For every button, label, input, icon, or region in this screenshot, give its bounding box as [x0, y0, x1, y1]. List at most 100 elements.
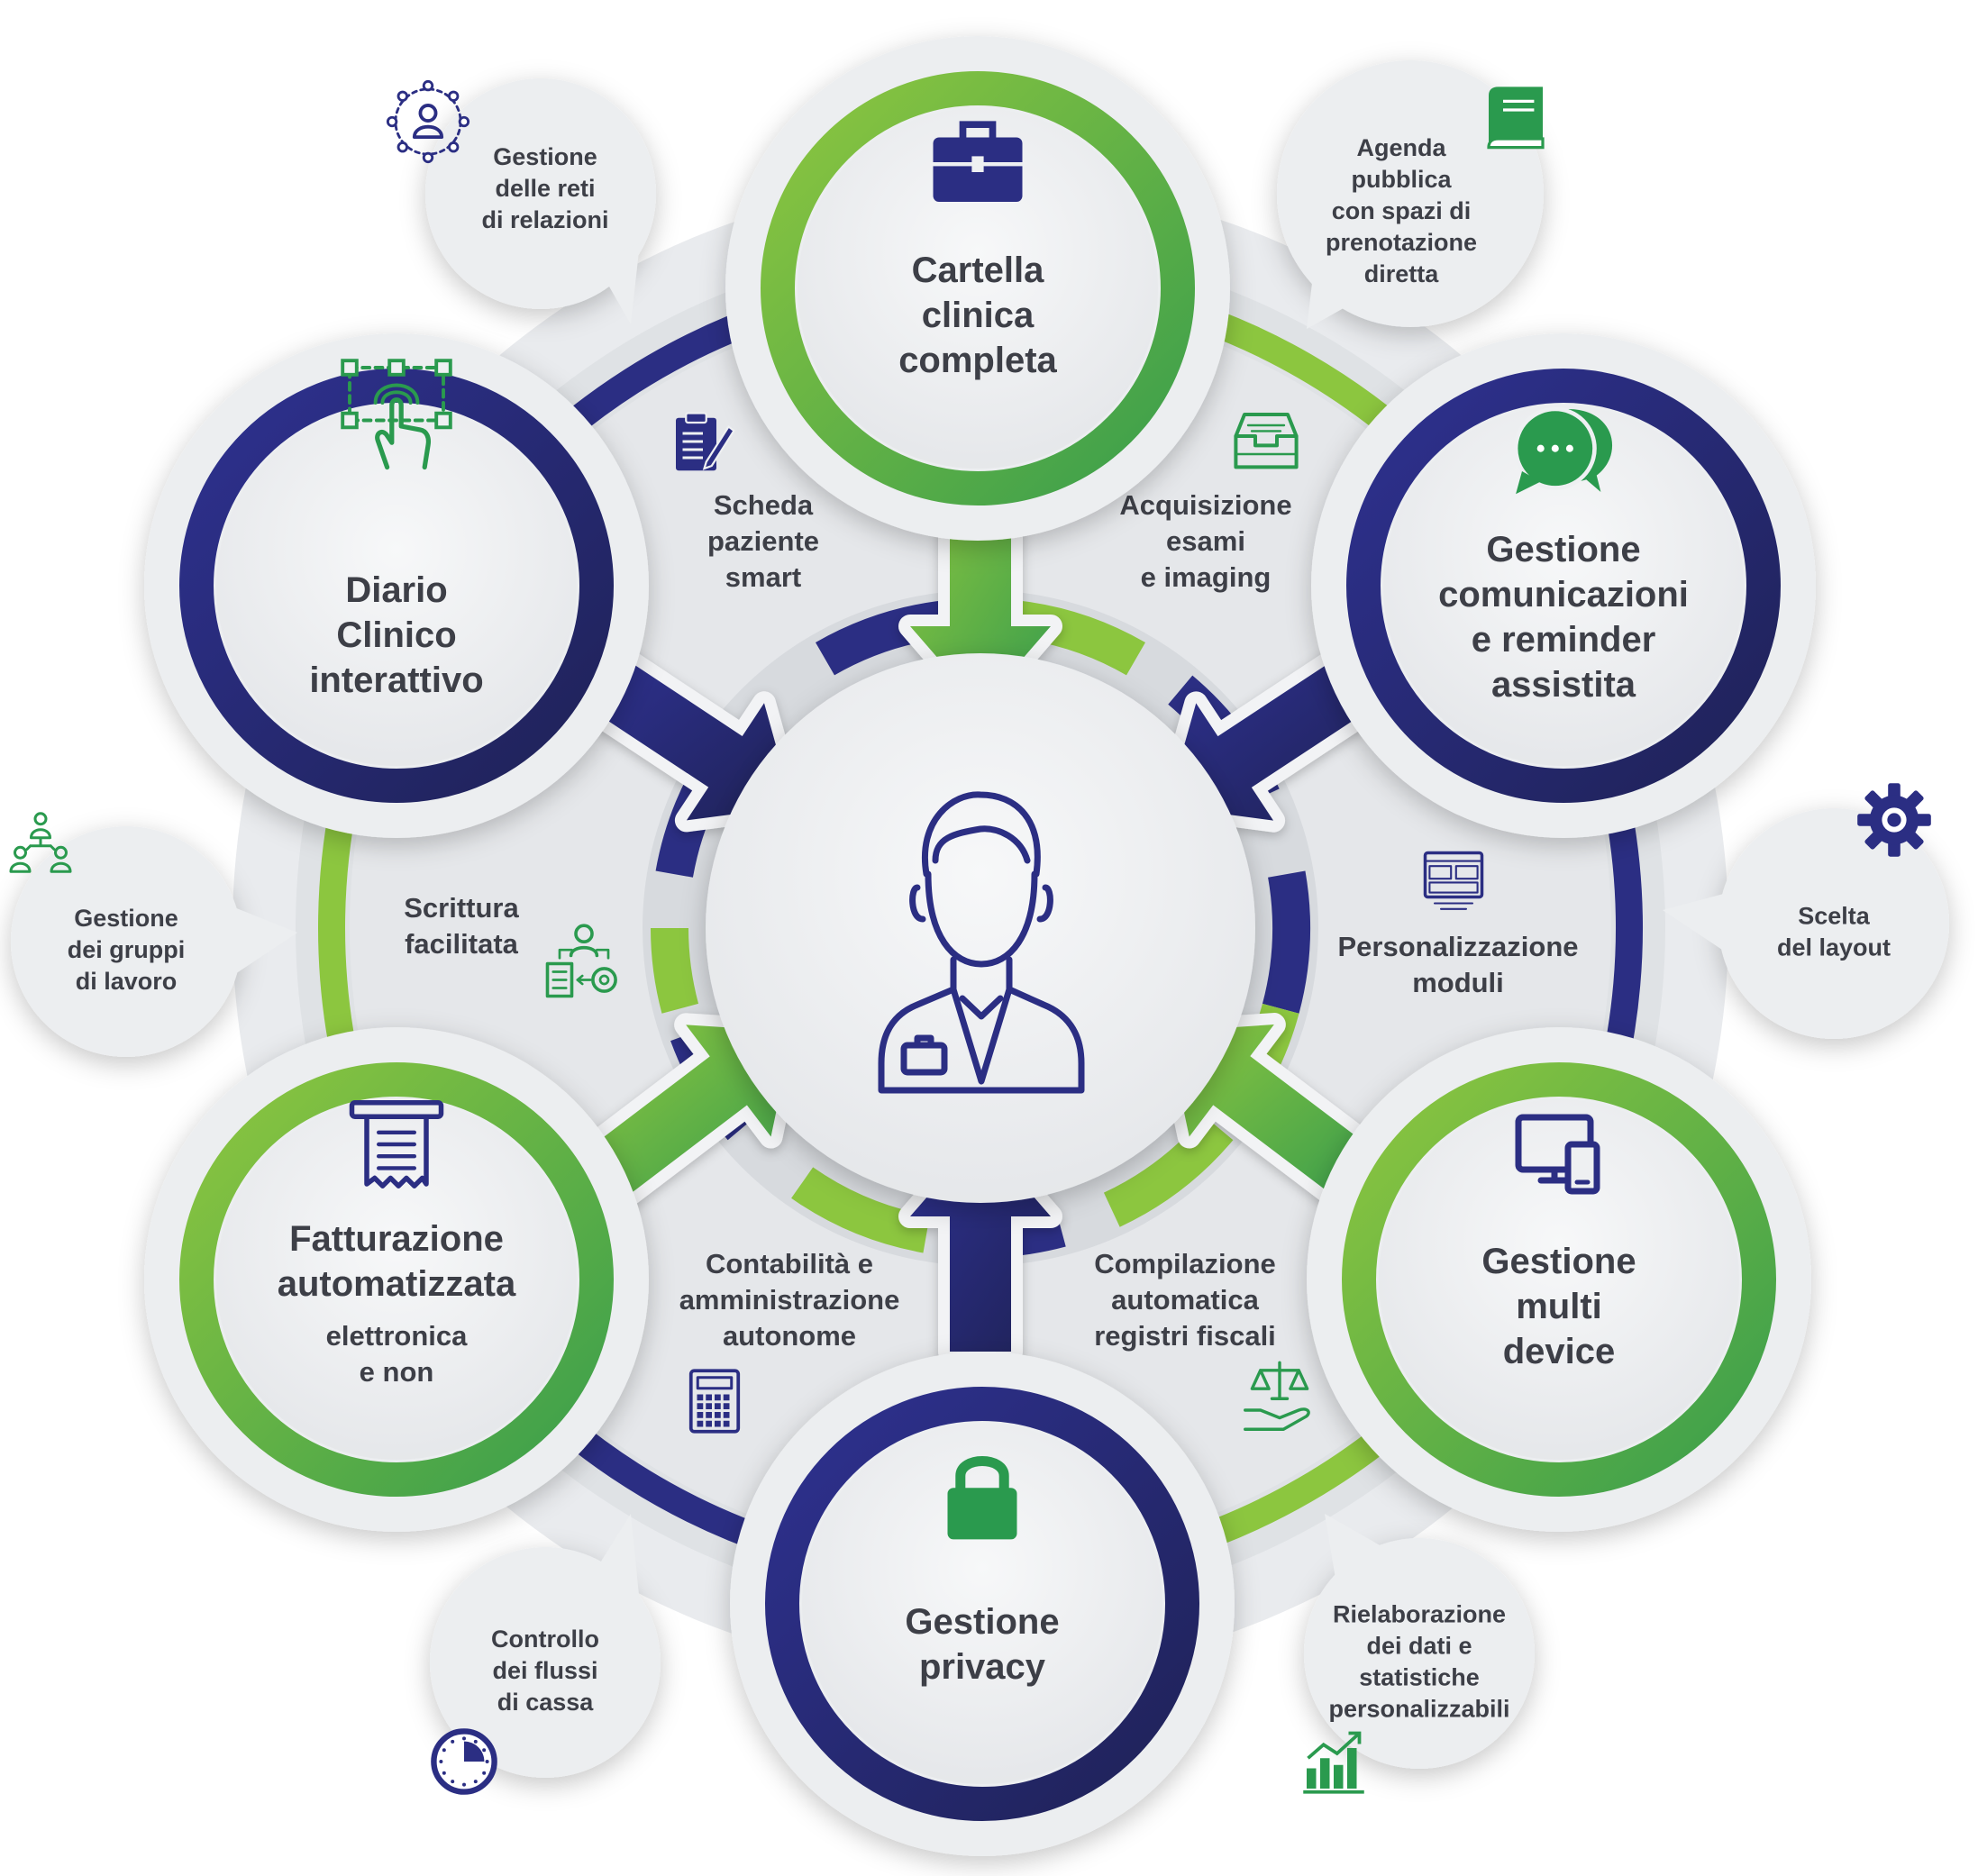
- bubble-tail: [1307, 252, 1379, 329]
- node-inner: [216, 1099, 577, 1460]
- briefcase-icon: [933, 121, 1023, 202]
- bubble-label-reti-line: di relazioni: [481, 206, 608, 233]
- bubble-label-agenda-line: diretta: [1364, 260, 1440, 287]
- node-label-multi-device-line: multi: [1516, 1287, 1602, 1326]
- bubble-label-flussi-line: dei flussi: [492, 1657, 597, 1684]
- bubble-shape: [425, 78, 656, 309]
- inner-label-text-scheda-line: paziente: [707, 525, 819, 557]
- devices-icon: [1515, 1114, 1600, 1195]
- scales-hand-icon: [1244, 1361, 1310, 1431]
- node-sublabel-fatturazione-line: elettronica: [326, 1320, 469, 1352]
- bubble-label-flussi-line: Controllo: [491, 1626, 599, 1653]
- inner-label-text-compilazione-line: automatica: [1111, 1284, 1259, 1316]
- bubble-label-layout-line: del layout: [1777, 934, 1891, 961]
- inner-ring-segment: [651, 927, 699, 1014]
- calculator-icon: [688, 1369, 741, 1434]
- center-circle: [706, 653, 1255, 1203]
- bubble-label-reti-line: Gestione: [493, 143, 597, 170]
- inner-label-text-acquisizione-line: esami: [1166, 525, 1245, 557]
- bubble-shape: [430, 1547, 661, 1778]
- inner-ring-segment: [1103, 1116, 1234, 1227]
- bubble-label-reti: Gestione delle reti di relazioni: [481, 143, 608, 233]
- bubble-label-rielaborazione-line: personalizzabili: [1328, 1696, 1509, 1723]
- inner-label-text-contabilita-line: Contabilità e: [706, 1248, 873, 1280]
- node-inner: [216, 405, 577, 766]
- bubble-tail: [595, 243, 640, 324]
- inner-label-text-contabilita-line: amministrazione: [679, 1284, 900, 1316]
- inner-label-contabilita: Contabilità e amministrazione autonome: [679, 1248, 900, 1434]
- clock-icon: [431, 1728, 497, 1795]
- inner-label-text-scrittura: Scrittura facilitata: [404, 892, 519, 960]
- inner-label-text-contabilita-line: autonome: [723, 1320, 856, 1352]
- inner-label-text-scrittura-line: Scrittura: [404, 892, 519, 924]
- center-disc: [706, 653, 1255, 1203]
- bubble-label-rielaborazione: Rielaborazione dei dati e statistiche perso…: [1328, 1601, 1509, 1723]
- network-person-icon: [386, 79, 470, 164]
- inner-label-text-acquisizione-line: Acquisizione: [1119, 489, 1291, 521]
- bubble-flussi: Controllo dei flussi di cassa: [430, 1514, 661, 1795]
- doctor-icon: [878, 791, 1085, 1094]
- bubble-tail: [1663, 892, 1730, 955]
- node-label-comunicazioni-line: comunicazioni: [1438, 575, 1689, 615]
- node-label-cartella-line: Cartella: [912, 250, 1044, 290]
- node-label-diario-line: interattivo: [309, 660, 483, 700]
- bubble-label-agenda-line: prenotazione: [1326, 229, 1477, 256]
- node-ring: [765, 1387, 1199, 1821]
- padlock-icon: [947, 1456, 1017, 1540]
- node-fatturazione: Fatturazione automatizzata elettronica e no…: [144, 1027, 649, 1532]
- bubble-label-agenda-line: Agenda: [1356, 134, 1446, 161]
- node-sublabel-fatturazione-line: e non: [360, 1356, 434, 1388]
- inner-label-scrittura: Scrittura facilitata: [404, 892, 617, 998]
- inbox-tray-icon: [1234, 413, 1299, 469]
- bubble-label-rielaborazione-line: Rielaborazione: [1333, 1601, 1506, 1628]
- bubble-tail: [586, 1514, 640, 1604]
- node-label-diario-line: Diario: [345, 570, 447, 610]
- bubble-label-gruppi-line: dei gruppi: [68, 936, 186, 963]
- node-ring: [1346, 369, 1781, 803]
- bubble-label-reti-line: delle reti: [495, 175, 595, 202]
- node-label-privacy-line: Gestione: [905, 1602, 1059, 1642]
- bubble-tail: [1325, 1514, 1388, 1595]
- inner-label-text-scheda-line: smart: [725, 561, 801, 593]
- bubble-reti: Gestione delle reti di relazioni: [386, 78, 656, 324]
- inner-ring-segment: [791, 1167, 931, 1253]
- node-ring: [1342, 1062, 1776, 1497]
- node-label-diario-line: Clinico: [336, 615, 456, 655]
- bubble-label-agenda-line: con spazi di: [1332, 197, 1472, 224]
- book-icon: [1487, 87, 1545, 150]
- inner-label-text-compilazione-line: Compilazione: [1094, 1248, 1276, 1280]
- node-ring: [761, 71, 1195, 505]
- bubble-shape: [11, 826, 242, 1057]
- bubble-shape: [1718, 808, 1949, 1039]
- inner-label-text-scrittura-line: facilitata: [405, 928, 519, 960]
- bar-chart-icon: [1303, 1731, 1364, 1794]
- node-label-fatturazione-line: Fatturazione: [289, 1219, 504, 1259]
- bubble-label-rielaborazione-line: dei dati e: [1366, 1633, 1472, 1660]
- bubble-label-rielaborazione-line: statistiche: [1359, 1664, 1480, 1691]
- inner-label-text-personalizzazione-line: Personalizzazione: [1337, 931, 1578, 962]
- bubble-label-flussi-line: di cassa: [497, 1689, 595, 1716]
- node-label-fatturazione-line: automatizzata: [278, 1264, 516, 1304]
- node-label-comunicazioni-line: assistita: [1491, 665, 1636, 705]
- node-label-cartella-line: completa: [898, 341, 1057, 380]
- web-modules-icon: [1423, 851, 1484, 910]
- bubble-label-layout: Scelta del layout: [1777, 903, 1891, 961]
- bubble-label-layout-line: Scelta: [1798, 903, 1871, 930]
